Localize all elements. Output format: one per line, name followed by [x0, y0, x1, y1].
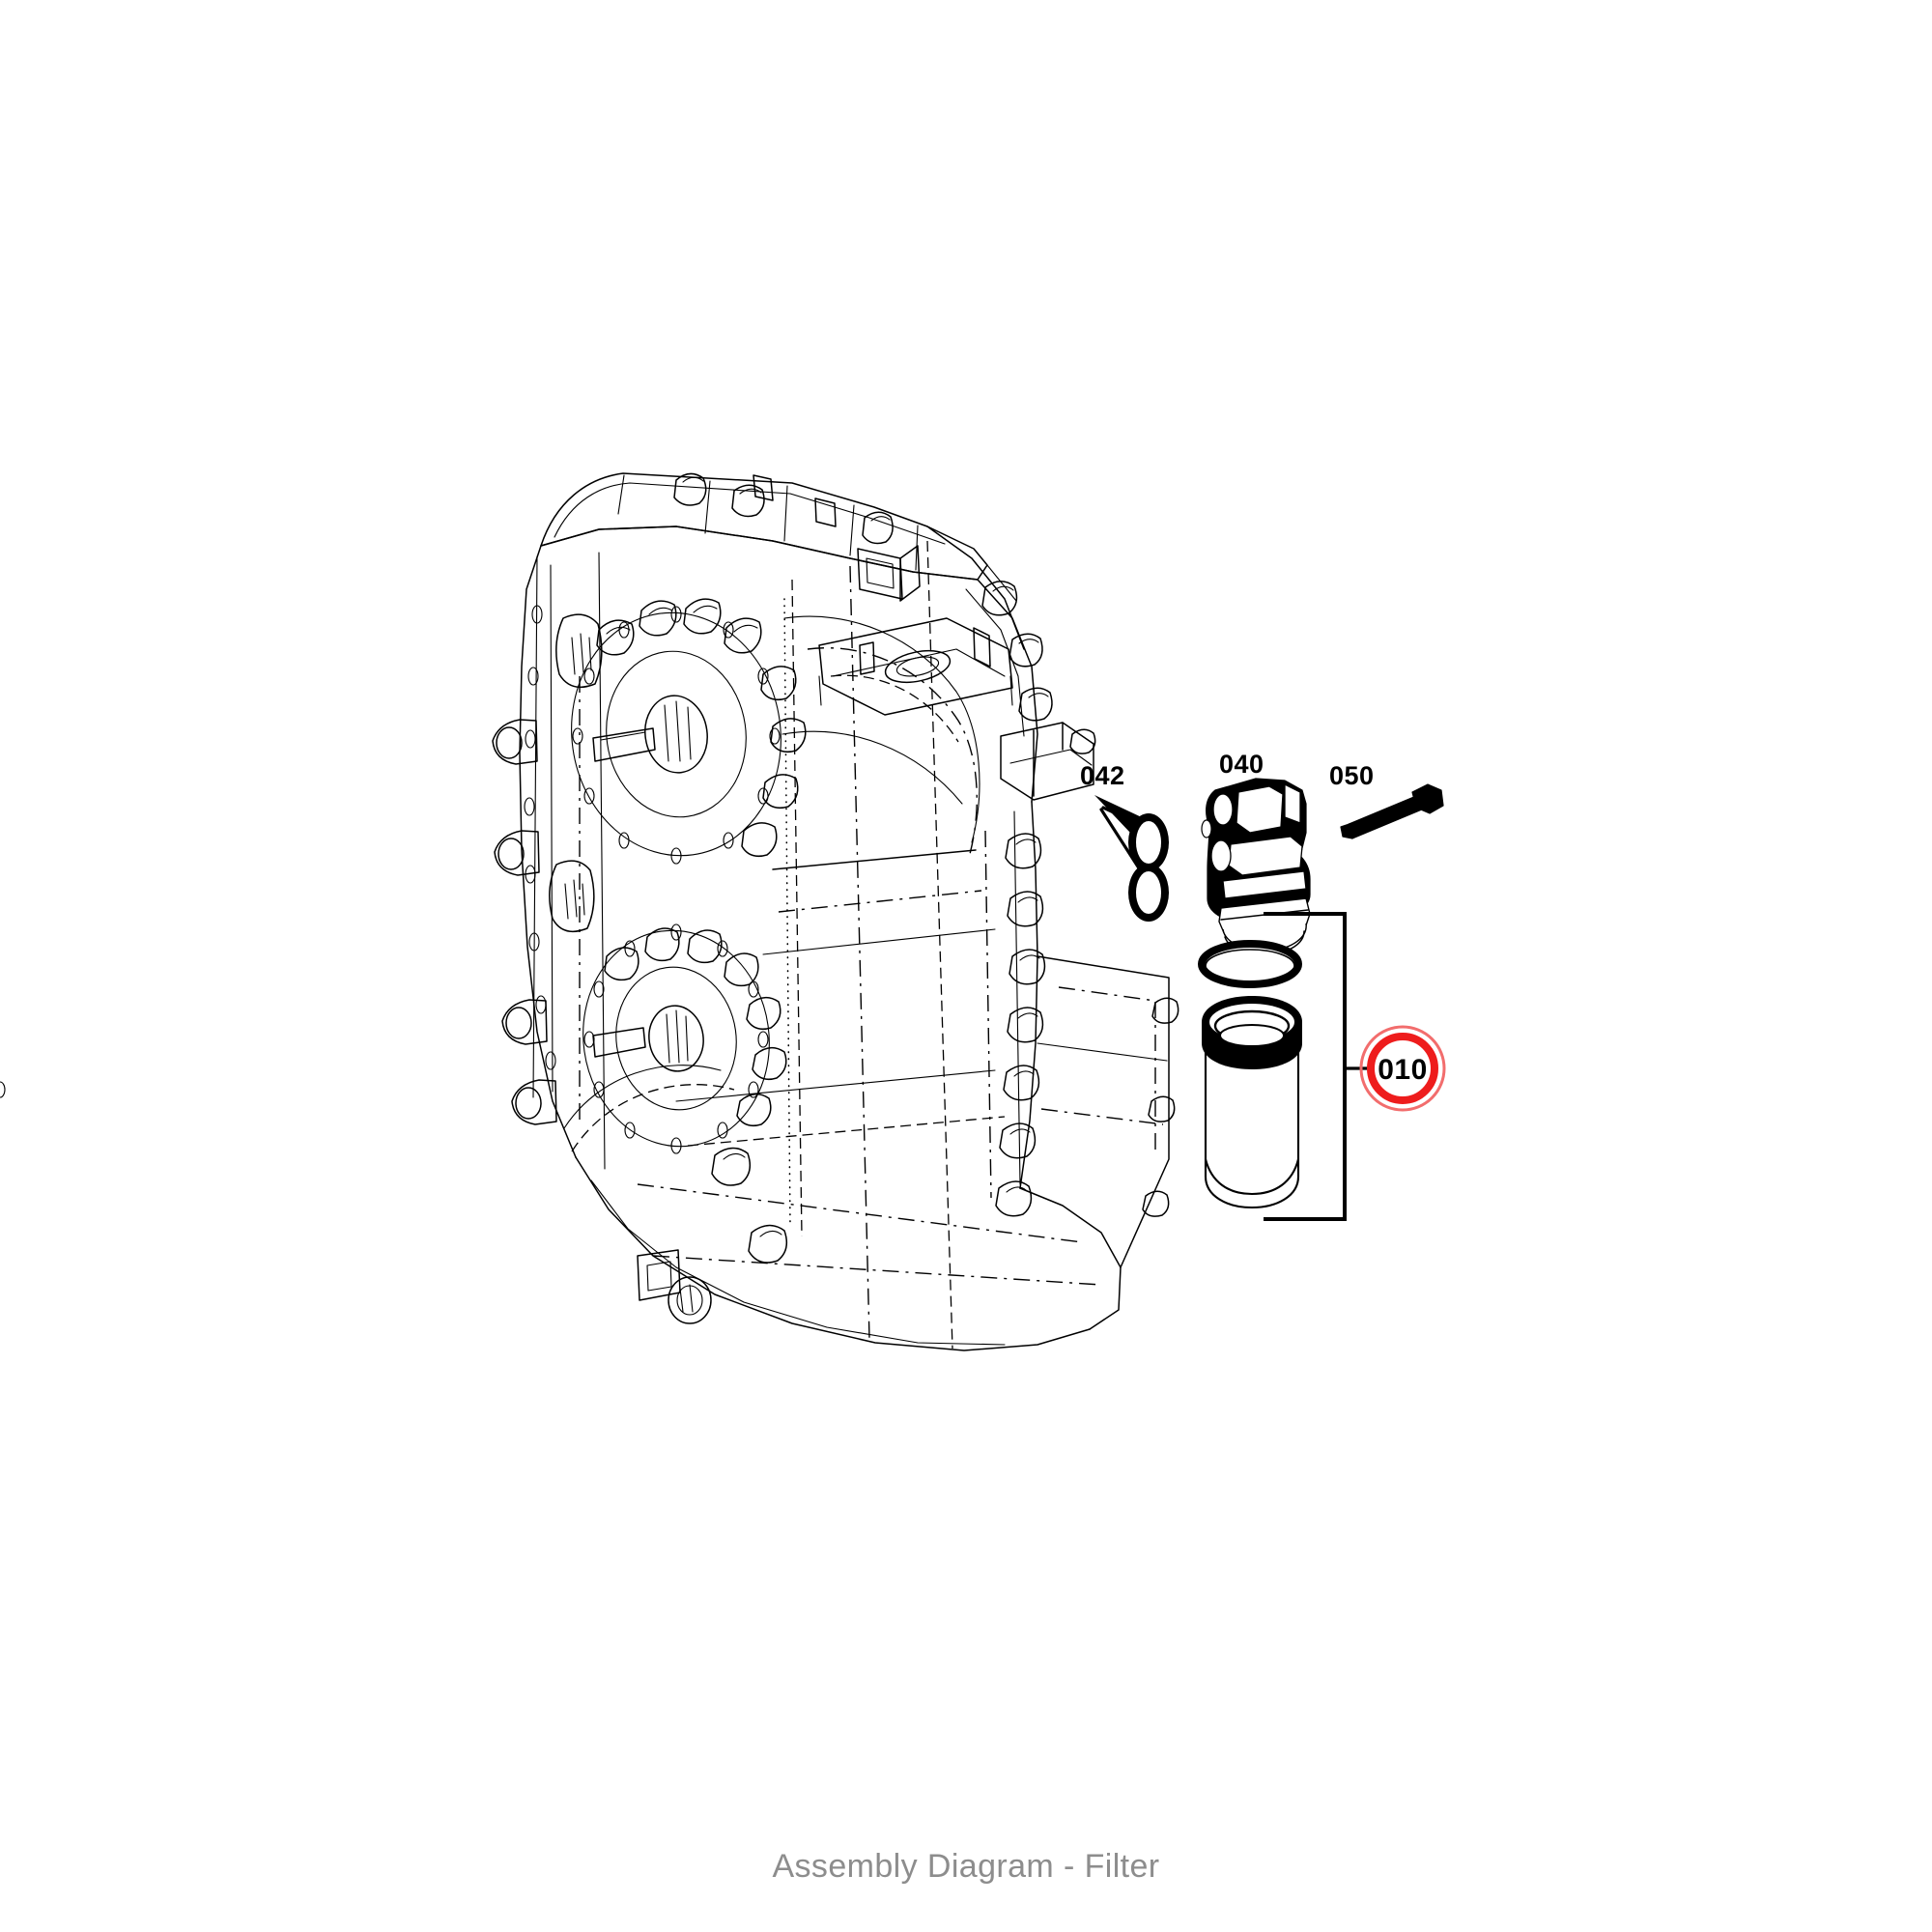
right-flange-bolt-chain [995, 833, 1046, 1217]
filter-head-body [1201, 778, 1311, 956]
filter-seal-ring [1198, 940, 1302, 988]
housing-hidden-lines [579, 540, 953, 1350]
housing-rear-extension [1037, 955, 1179, 1268]
callout-label-042: 042 [1080, 761, 1125, 790]
transmission-housing-drawing [0, 472, 1179, 1351]
housing-valve-pad [818, 617, 1013, 716]
part-010-bracket [1264, 912, 1347, 1221]
filter-cartridge [1202, 996, 1302, 1209]
part-050-group[interactable]: 050 [1329, 761, 1444, 839]
o-ring-upper [1128, 813, 1169, 871]
bolt-050 [1340, 783, 1444, 839]
highlight-ring-label: 010 [1378, 1054, 1428, 1086]
housing-center-drum [762, 615, 996, 955]
housing-right-shoulder [926, 526, 1053, 803]
diagram-caption: Assembly Diagram - Filter [772, 1848, 1160, 1885]
highlight-halo [1359, 1025, 1446, 1112]
callout-label-050: 050 [1329, 761, 1375, 790]
housing-right-flange-column [984, 722, 1096, 1217]
part-042-group[interactable]: 042 [1080, 761, 1169, 922]
callout-label-040: 040 [1219, 750, 1264, 779]
housing-upper-bore [571, 598, 807, 865]
housing-top-deck [540, 472, 988, 602]
housing-left-face [492, 526, 979, 1158]
housing-bolt-holes-left [524, 605, 556, 1070]
highlight-ring-010[interactable]: 010 [1359, 1025, 1446, 1112]
housing-oil-pan [563, 1065, 1122, 1351]
housing-lower-bore [0, 923, 787, 1154]
part-010-group[interactable]: 010 [1198, 912, 1446, 1221]
highlight-ring [1367, 1033, 1438, 1104]
part-040-group[interactable]: 040 [1201, 750, 1311, 956]
o-ring-lower [1128, 864, 1169, 922]
